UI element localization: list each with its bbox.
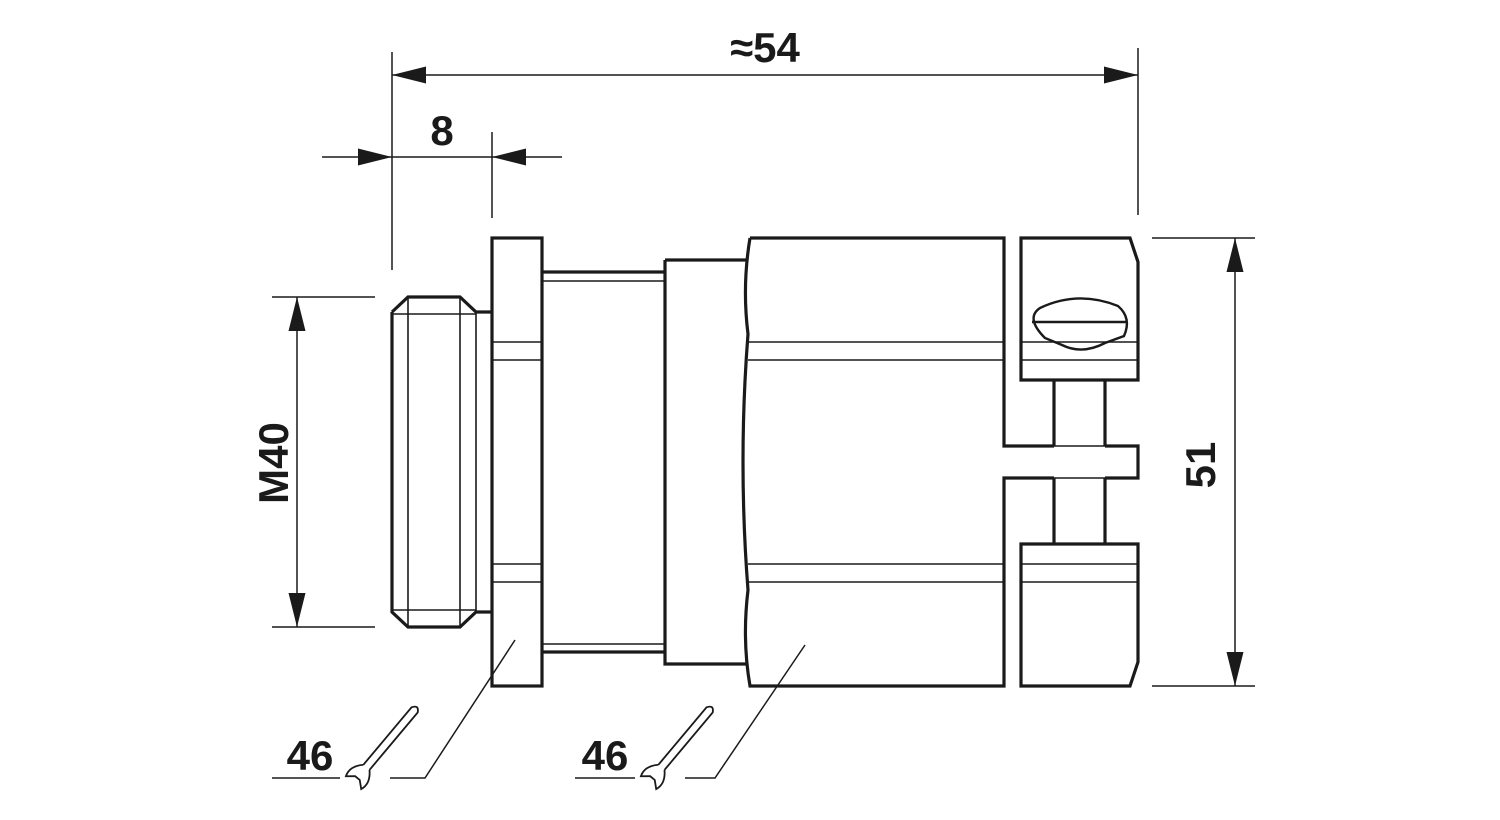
wrench-icon: [344, 705, 419, 791]
wrench-size-label: 46: [582, 732, 629, 779]
clamp-cap: [1019, 236, 1140, 688]
dimension-thread-size: M40: [250, 296, 375, 628]
thread-section: [390, 295, 492, 629]
hex-nut: [741, 236, 1054, 688]
thread-length-label: 8: [430, 107, 453, 154]
wrench-icon: [639, 705, 714, 791]
body: [542, 270, 665, 654]
overall-height-label: 51: [1177, 442, 1224, 489]
thread-size-label: M40: [250, 422, 297, 504]
wrench-size-label: 46: [287, 732, 334, 779]
wrench-callout-flange: 46: [272, 639, 516, 791]
overall-length-label: ≈54: [730, 24, 800, 71]
wrench-callout-nut: 46: [575, 644, 806, 791]
collar: [663, 258, 746, 666]
screw-head: [1032, 297, 1129, 351]
dimension-thread-length: 8: [322, 107, 562, 218]
flange: [490, 236, 544, 688]
dimension-overall-height: 51: [1152, 237, 1255, 687]
dimension-overall-length: ≈54: [391, 24, 1139, 270]
